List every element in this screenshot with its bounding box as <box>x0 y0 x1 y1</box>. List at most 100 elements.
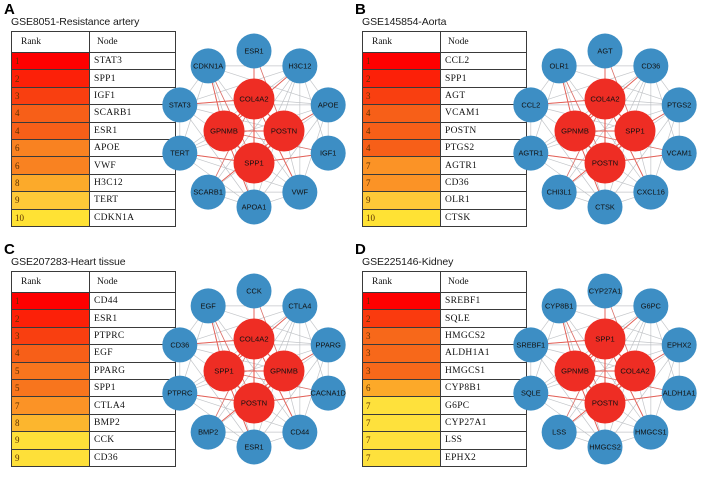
network-hub-node-col4a2[interactable]: COL4A2 <box>233 318 275 360</box>
network-node-ctsk[interactable]: CTSK <box>587 189 623 225</box>
rank-value-cell: 5 <box>11 378 90 398</box>
network-node-h3c12[interactable]: H3C12 <box>282 48 318 84</box>
network-node-g6pc[interactable]: G6PC <box>633 288 669 324</box>
node-name-cell: ALDH1A1 <box>440 344 527 363</box>
network-node-egf[interactable]: EGF <box>190 288 226 324</box>
node-name-cell: BMP2 <box>89 413 176 433</box>
network-node-hmgcs2[interactable]: HMGCS2 <box>587 429 623 465</box>
network-node-chi3l1[interactable]: CHI3L1 <box>541 174 577 210</box>
rank-value-cell: 7 <box>11 396 90 415</box>
network-node-srebf1[interactable]: SREBF1 <box>513 327 549 363</box>
network-node-cxcl16[interactable]: CXCL16 <box>633 174 669 210</box>
column-header-rank: Rank <box>11 271 90 293</box>
network-node-agt[interactable]: AGT <box>587 33 623 69</box>
network-node-sqle[interactable]: SQLE <box>513 375 549 411</box>
network-hub-node-gpnmb[interactable]: GPNMB <box>263 350 305 392</box>
network-node-cyp8b1[interactable]: CYP8B1 <box>541 288 577 324</box>
network-node-scarb1[interactable]: SCARB1 <box>190 174 226 210</box>
network-node-bmp2[interactable]: BMP2 <box>190 414 226 450</box>
network-node-ctla4[interactable]: CTLA4 <box>282 288 318 324</box>
network-node-stat3[interactable]: STAT3 <box>162 87 198 123</box>
network-hub-node-col4a2[interactable]: COL4A2 <box>584 78 626 120</box>
network-node-vcam1[interactable]: VCAM1 <box>661 135 697 171</box>
rank-value-cell: 6 <box>11 138 90 158</box>
rank-value-cell: 1 <box>11 51 90 71</box>
table-header-row: Rank Node <box>362 31 527 53</box>
network-hub-node-gpnmb[interactable]: GPNMB <box>554 350 596 392</box>
network-node-pparg[interactable]: PPARG <box>310 327 346 363</box>
network-node-agtr1[interactable]: AGTR1 <box>513 135 549 171</box>
rank-value-cell: 1 <box>362 291 441 311</box>
network-node-esr1[interactable]: ESR1 <box>236 33 272 69</box>
network-node-cck[interactable]: CCK <box>236 273 272 309</box>
node-name-cell: EPHX2 <box>440 448 527 467</box>
network-node-cd36[interactable]: CD36 <box>633 48 669 84</box>
network-node-olr1[interactable]: OLR1 <box>541 48 577 84</box>
rank-value-cell: 5 <box>11 361 90 380</box>
network-node-cyp27a1[interactable]: CYP27A1 <box>587 273 623 309</box>
network-node-igf1[interactable]: IGF1 <box>310 135 346 171</box>
network-hub-node-spp1[interactable]: SPP1 <box>233 142 275 184</box>
panel-letter: C <box>4 241 15 258</box>
network-node-ephx2[interactable]: EPHX2 <box>661 327 697 363</box>
network-node-cd44[interactable]: CD44 <box>282 414 318 450</box>
network-node-aldh1a1[interactable]: ALDH1A1 <box>661 375 697 411</box>
network-node-tert[interactable]: TERT <box>162 135 198 171</box>
network-hub-node-spp1[interactable]: SPP1 <box>203 350 245 392</box>
network-hub-node-col4a2[interactable]: COL4A2 <box>614 350 656 392</box>
rank-value-cell: 10 <box>362 208 441 227</box>
rank-value-cell: 3 <box>362 361 441 380</box>
network-node-apoe[interactable]: APOE <box>310 87 346 123</box>
column-header-rank: Rank <box>362 31 441 53</box>
network-hub-node-postn[interactable]: POSTN <box>584 142 626 184</box>
network-hub-node-postn[interactable]: POSTN <box>263 110 305 152</box>
network-hub-node-gpnmb[interactable]: GPNMB <box>203 110 245 152</box>
rank-value-cell: 6 <box>362 378 441 398</box>
network-hub-node-gpnmb[interactable]: GPNMB <box>554 110 596 152</box>
network-node-esr1[interactable]: ESR1 <box>236 429 272 465</box>
network-hub-node-col4a2[interactable]: COL4A2 <box>233 78 275 120</box>
network-hub-node-postn[interactable]: POSTN <box>584 382 626 424</box>
network-node-ptprc[interactable]: PTPRC <box>162 375 198 411</box>
network-node-vwf[interactable]: VWF <box>282 174 318 210</box>
network-node-apoa1[interactable]: APOA1 <box>236 189 272 225</box>
network-node-hmgcs1[interactable]: HMGCS1 <box>633 414 669 450</box>
node-name-cell: POSTN <box>440 121 527 140</box>
panel-letter: A <box>4 1 15 18</box>
network-node-cd36[interactable]: CD36 <box>162 327 198 363</box>
network-node-cdkn1a[interactable]: CDKN1A <box>190 48 226 84</box>
network-node-cacna1d[interactable]: CACNA1D <box>311 375 346 411</box>
node-name-cell: CDKN1A <box>89 208 176 227</box>
network-hub-node-spp1[interactable]: SPP1 <box>584 318 626 360</box>
network-node-lss[interactable]: LSS <box>541 414 577 450</box>
node-name-cell: EGF <box>89 344 176 363</box>
rank-value-cell: 2 <box>362 69 441 88</box>
rank-value-cell: 10 <box>11 208 90 227</box>
network-node-ccl2[interactable]: CCL2 <box>513 87 549 123</box>
network-node-ptgs2[interactable]: PTGS2 <box>661 87 697 123</box>
network-hub-node-spp1[interactable]: SPP1 <box>614 110 656 152</box>
network-hub-node-postn[interactable]: POSTN <box>233 382 275 424</box>
rank-value-cell: 3 <box>11 86 90 106</box>
